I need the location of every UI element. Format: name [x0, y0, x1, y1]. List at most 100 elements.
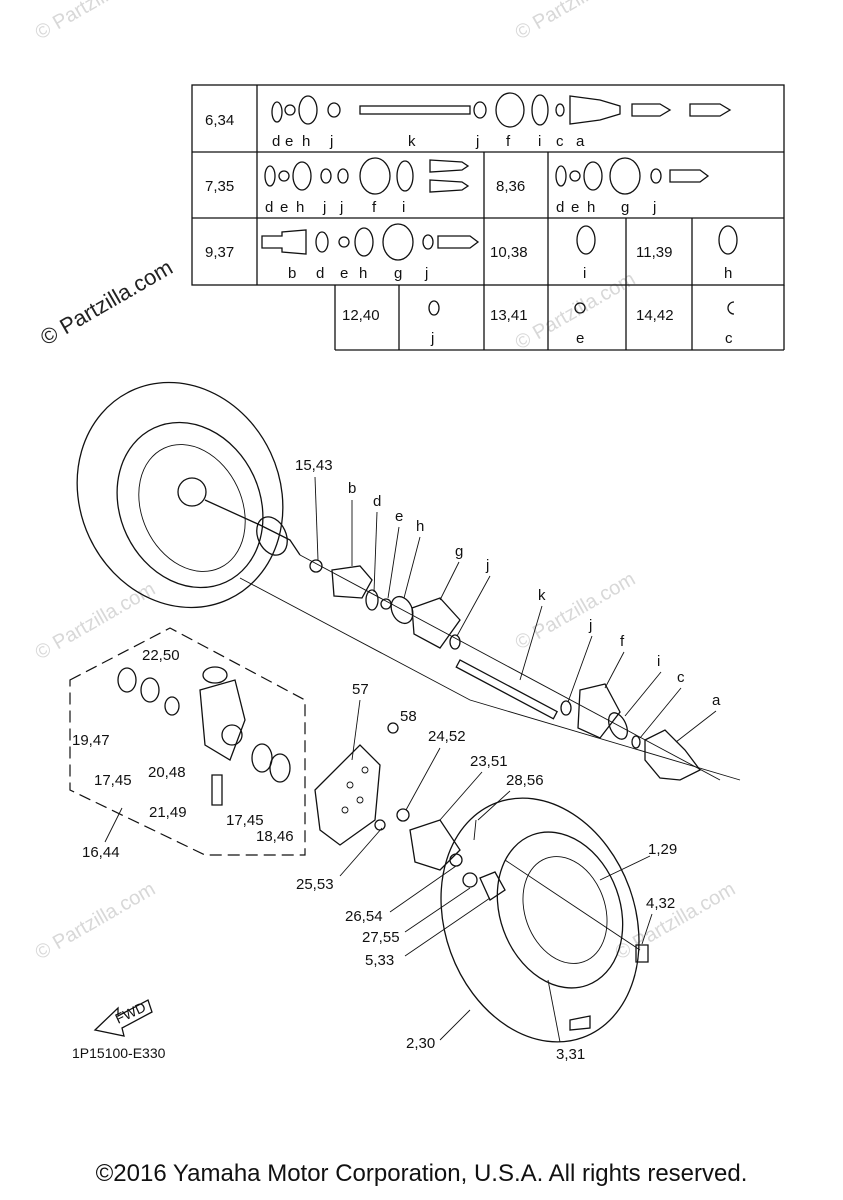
kit-code-8-36: 8,36 [496, 178, 525, 195]
kit-letter: f [506, 133, 511, 150]
callout-label: 21,49 [149, 804, 187, 821]
kit-letter: k [408, 133, 416, 150]
callout-label: 23,51 [470, 753, 508, 770]
callout-label: 15,43 [295, 457, 333, 474]
knuckle-group-outline [69, 627, 306, 856]
callout-label: 20,48 [148, 764, 186, 781]
kit-letter: f [372, 199, 377, 216]
watermark-text: © Partzilla.com [32, 578, 160, 664]
band-icon [428, 300, 440, 316]
kit-letter: g [621, 199, 629, 216]
callout-label: 2,30 [406, 1035, 435, 1052]
kit-letter: i [583, 265, 586, 282]
callout-label: 16,44 [82, 844, 120, 861]
callout-label: 17,45 [94, 772, 132, 789]
callout-label: 28,56 [506, 772, 544, 789]
kit-letter: i [402, 199, 405, 216]
copyright-notice: ©2016 Yamaha Motor Corporation, U.S.A. A… [95, 1160, 748, 1187]
kit-letter: j [339, 199, 343, 216]
callout-label: 17,45 [226, 812, 264, 829]
kit-letter: e [285, 133, 293, 150]
callout-label: e [395, 508, 403, 525]
kit-letter: d [272, 133, 280, 150]
callout-label: d [373, 493, 381, 510]
callout-label: 19,47 [72, 732, 110, 749]
lower-wheel [440, 797, 649, 1043]
watermark-text: © Partzilla.com [512, 0, 640, 44]
kit-letter: h [724, 265, 732, 282]
watermark-text: © Partzilla.com [36, 255, 177, 351]
watermark-group: © Partzilla.com © Partzilla.com © Partzi… [32, 0, 740, 964]
kit-letter: d [556, 199, 564, 216]
callout-label: 27,55 [362, 929, 400, 946]
kit-code-12-40: 12,40 [342, 307, 380, 324]
callout-label: 58 [400, 708, 417, 725]
callout-label: 22,50 [142, 647, 180, 664]
kit-code-9-37: 9,37 [205, 244, 234, 261]
kit-letter: g [394, 265, 402, 282]
kit-row-8-36-parts: d e h g j [555, 157, 710, 216]
kit-letter: h [587, 199, 595, 216]
callout-label: b [348, 480, 356, 497]
callout-label: i [657, 653, 660, 670]
kit-letter: h [302, 133, 310, 150]
callout-label: k [538, 587, 546, 604]
kit-table: 6,34 7,35 8,36 9,37 10,38 11,39 12,40 13… [191, 84, 785, 351]
callout-label: j [588, 617, 592, 634]
kit-code-13-41: 13,41 [490, 307, 528, 324]
callout-label: j [485, 557, 489, 574]
callout-label: c [677, 669, 685, 686]
kit-letter: a [576, 133, 585, 150]
drive-shaft-parts [309, 559, 701, 781]
clamp-icon [718, 225, 738, 255]
kit-letter: j [322, 199, 326, 216]
kit-letter: d [265, 199, 273, 216]
kit-code-7-35: 7,35 [205, 178, 234, 195]
assembly-guide-line [239, 577, 741, 781]
kit-letter: e [576, 330, 584, 347]
ring-icon [574, 302, 586, 314]
callout-label: f [620, 633, 625, 650]
fwd-label: FWD [113, 999, 149, 1027]
callout-label: 25,53 [296, 876, 334, 893]
kit-letter: e [571, 199, 579, 216]
kit-code-14-42: 14,42 [636, 307, 674, 324]
kit-row-6-34-parts: d e h j k j f i c a [271, 92, 732, 150]
kit-letter: e [280, 199, 288, 216]
knuckle-parts [117, 666, 291, 806]
callout-label: 5,33 [365, 952, 394, 969]
kit-code-10-38: 10,38 [490, 244, 528, 261]
watermark-text: © Partzilla.com [32, 878, 160, 964]
hub-assembly [396, 808, 506, 901]
callout-label: 26,54 [345, 908, 383, 925]
brake-disc [314, 722, 399, 846]
kit-code-6-34: 6,34 [205, 112, 234, 129]
kit-letter: i [538, 133, 541, 150]
kit-letter: h [296, 199, 304, 216]
clip-icon [727, 301, 735, 315]
callout-label: a [712, 692, 721, 709]
clamp-icon [576, 225, 596, 255]
fwd-arrow-icon: FWD [93, 999, 153, 1037]
callout-label: 1,29 [648, 841, 677, 858]
callout-label: 57 [352, 681, 369, 698]
shaft-axis-line [299, 554, 721, 781]
kit-row-9-37-parts: b d e h g j [261, 223, 480, 282]
callout-label: 4,32 [646, 895, 675, 912]
kit-letter: j [424, 265, 428, 282]
watermark-text: © Partzilla.com [32, 0, 160, 44]
kit-letter: h [359, 265, 367, 282]
kit-row-7-35-parts: d e h j j f i [264, 157, 470, 216]
kit-letter: b [288, 265, 296, 282]
kit-letter: e [340, 265, 348, 282]
callout-label: g [455, 543, 463, 560]
kit-letter: j [430, 330, 434, 347]
upper-wheel [76, 381, 301, 609]
kit-letter: j [652, 199, 656, 216]
kit-letter: j [329, 133, 333, 150]
callout-label: h [416, 518, 424, 535]
callout-label: 24,52 [428, 728, 466, 745]
kit-letter: c [556, 133, 564, 150]
callout-label: 3,31 [556, 1046, 585, 1063]
kit-code-11-39: 11,39 [636, 244, 672, 261]
